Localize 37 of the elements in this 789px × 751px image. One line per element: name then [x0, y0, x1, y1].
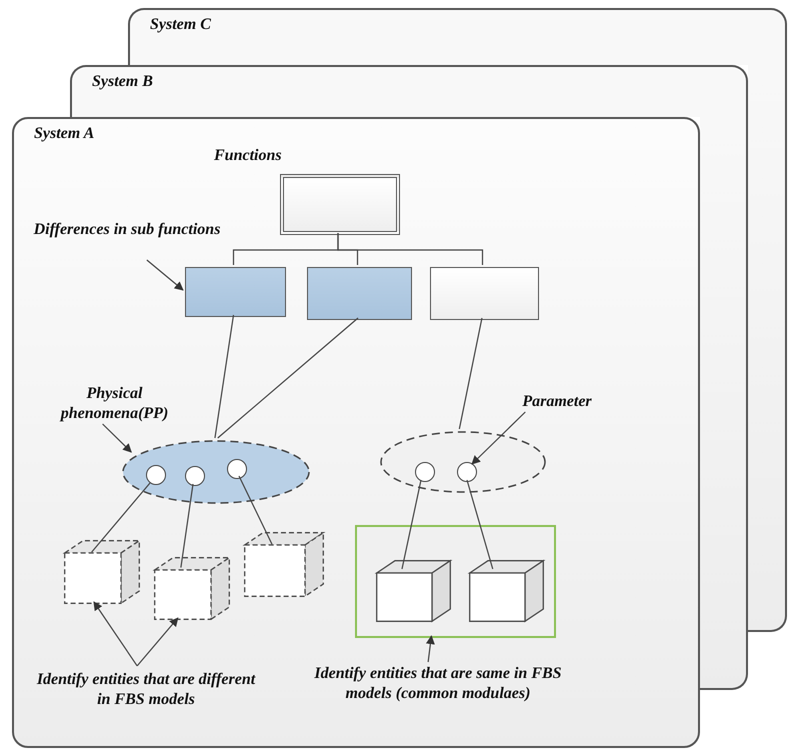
- leader-arrow: [102, 424, 132, 453]
- connector-line: [180, 484, 194, 568]
- function-box: [185, 267, 286, 317]
- panel-title: System A: [34, 125, 94, 143]
- callout-text: Identify entities that are different in FBS models: [32, 670, 260, 712]
- callout-text: Physical phenomena(PP): [32, 384, 197, 426]
- node-label: Functions: [214, 146, 282, 166]
- panel-title: System B: [92, 73, 153, 91]
- callout-text: Differences in sub functions: [32, 220, 222, 262]
- leader-arrow: [471, 412, 526, 465]
- connector-line: [238, 476, 273, 545]
- connector-line: [401, 480, 422, 570]
- connector-line: [466, 480, 494, 570]
- dashed-ellipse: [122, 440, 310, 504]
- system-panel: [70, 65, 748, 117]
- callout-text: Parameter: [502, 392, 612, 414]
- dashed-cube-icon: [244, 532, 324, 597]
- dashed-cube-icon: [64, 540, 140, 604]
- connector-line: [458, 318, 483, 430]
- leader-arrow: [146, 260, 184, 291]
- leader-arrow: [93, 601, 138, 666]
- connector-line: [337, 233, 484, 265]
- leader-arrow: [136, 617, 178, 666]
- leader-arrow: [426, 635, 435, 662]
- cube-icon: [376, 560, 451, 622]
- group-frame: [355, 525, 556, 638]
- function-box: [307, 267, 412, 320]
- dashed-cube-icon: [154, 557, 230, 620]
- dashed-ellipse: [380, 431, 546, 493]
- connector-line: [217, 318, 358, 438]
- callout-text: Identify entities that are same in FBS models (common modulaes): [307, 664, 569, 728]
- function-box: [430, 267, 539, 320]
- system-panel: [128, 8, 787, 65]
- cube-icon: [469, 560, 544, 622]
- system-panel: [12, 117, 700, 748]
- panel-title: System C: [150, 16, 211, 34]
- connector-line: [214, 314, 234, 438]
